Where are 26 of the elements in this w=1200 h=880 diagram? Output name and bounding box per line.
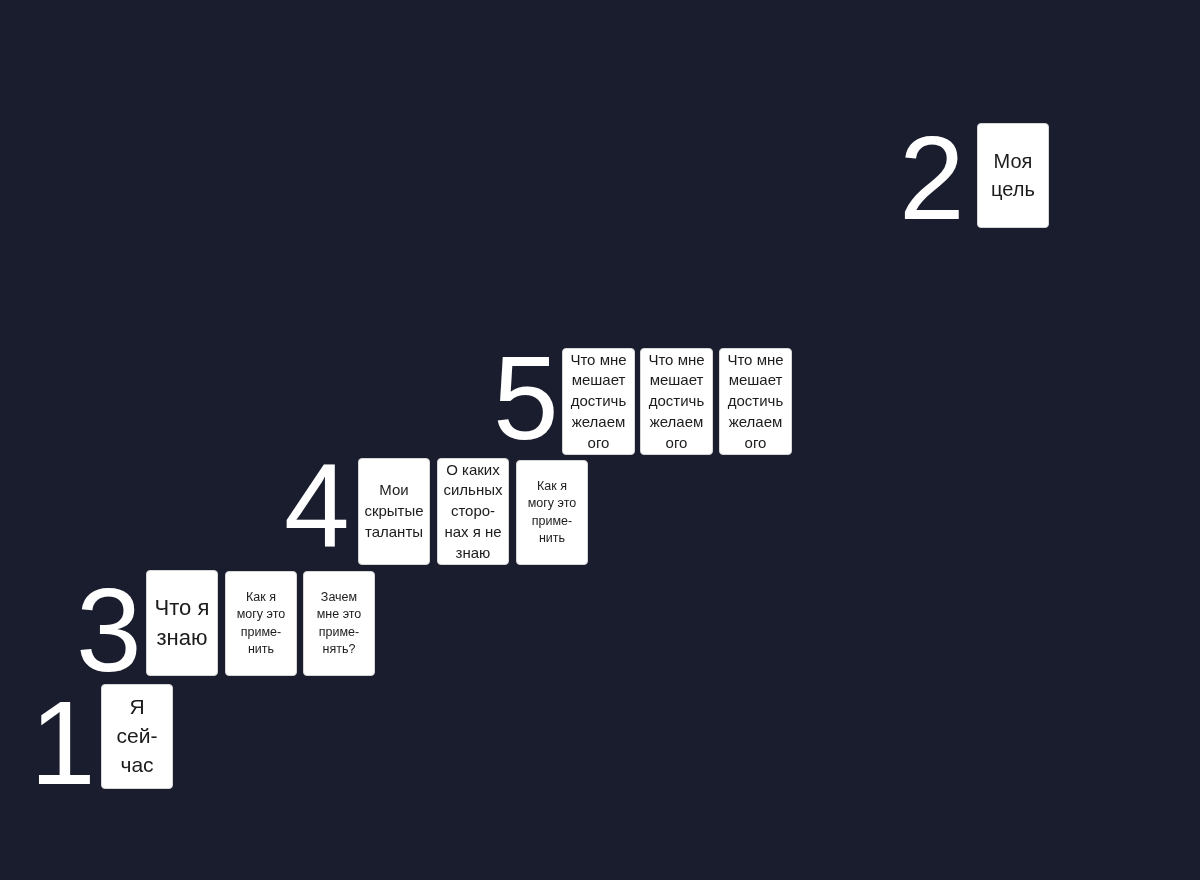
sticky-note <box>562 348 635 455</box>
step-number: 4 <box>284 456 350 557</box>
note-text: О каких сильных сторо- нах я не знаю <box>442 459 504 563</box>
note-text: Как я могу это приме- нить <box>526 478 578 547</box>
sticky-note <box>146 570 218 676</box>
sticky-note <box>977 123 1049 228</box>
sticky-note <box>358 458 430 565</box>
note-text: Что я знаю <box>153 593 211 652</box>
note-text: Что мне мешает достичь желаем ого <box>726 349 785 453</box>
step-number: 2 <box>899 128 965 229</box>
note-text: Зачем мне это приме- нять? <box>315 589 363 658</box>
sticky-note <box>640 348 713 455</box>
note-text: Как я могу это приме- нить <box>235 589 287 658</box>
sticky-note <box>225 571 297 676</box>
sticky-note <box>719 348 792 455</box>
note-text: Моя цель <box>990 148 1036 202</box>
sticky-note <box>516 460 588 565</box>
note-text: Что мне мешает достичь желаем ого <box>647 349 706 453</box>
note-text: Я сей- час <box>115 694 159 778</box>
step-number: 1 <box>30 693 96 794</box>
sticky-note <box>303 571 375 676</box>
step-number: 3 <box>76 580 142 681</box>
step-number: 5 <box>493 348 559 449</box>
sticky-note <box>101 684 173 789</box>
note-text: Что мне мешает достичь желаем ого <box>569 349 628 453</box>
note-text: Мои скрытые таланты <box>363 480 425 542</box>
